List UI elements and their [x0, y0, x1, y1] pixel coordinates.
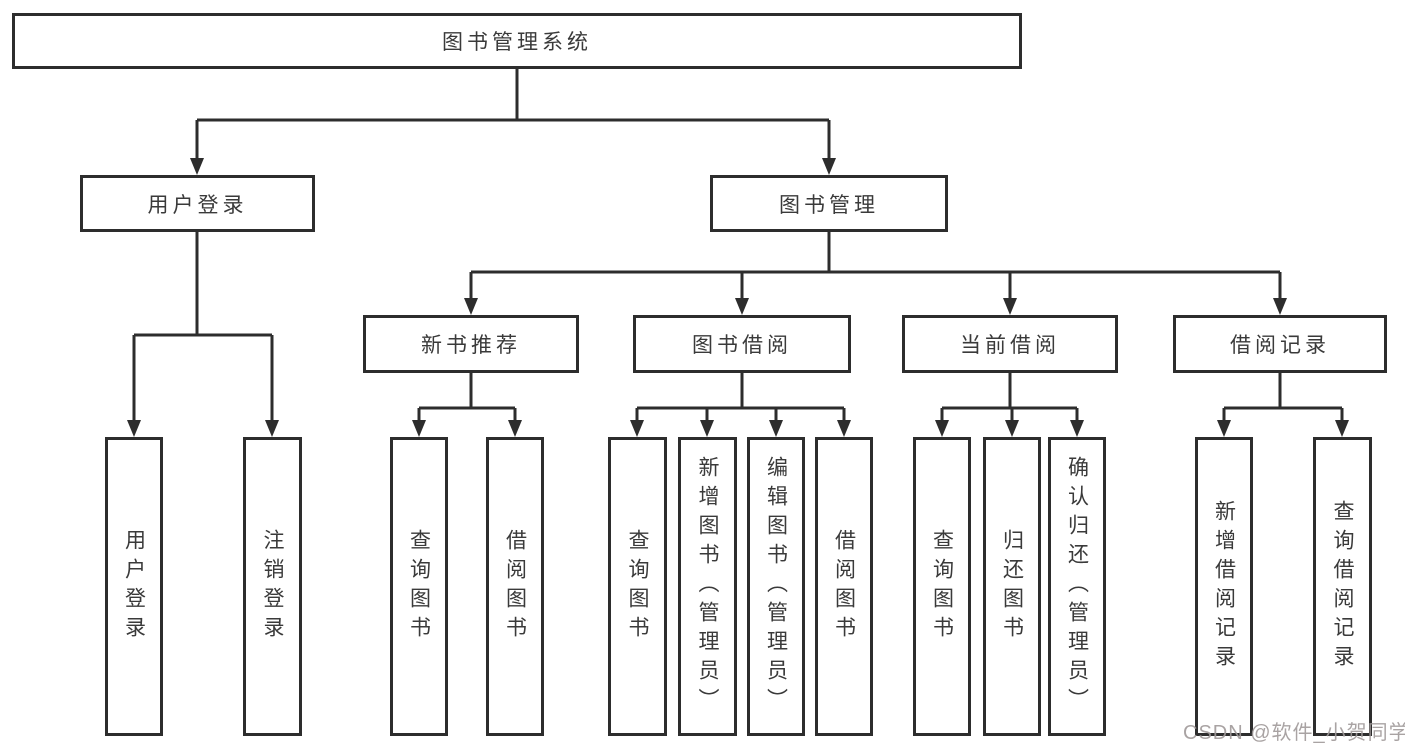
arrowheads [127, 158, 1349, 437]
leaf-records-add-record: 新增借阅记录 [1195, 437, 1253, 736]
leaf-current-query-books: 查询图书 [913, 437, 971, 736]
leaf-recommend-borrow-books: 借阅图书 [486, 437, 544, 736]
csdn-watermark: CSDN @软件_小贺同学 [1183, 722, 1405, 744]
leaf-borrowing-query-books: 查询图书 [608, 437, 667, 736]
node-borrow-records: 借阅记录 [1173, 315, 1387, 373]
leaf-current-return-books: 归还图书 [983, 437, 1041, 736]
leaf-borrowing-edit-books-admin: 编辑图书（管理员） [747, 437, 805, 736]
node-current-borrowing: 当前借阅 [902, 315, 1118, 373]
leaf-current-confirm-return-admin: 确认归还（管理员） [1048, 437, 1106, 736]
node-library-system: 图书管理系统 [12, 13, 1022, 69]
node-book-borrowing: 图书借阅 [633, 315, 851, 373]
node-book-management: 图书管理 [710, 175, 948, 232]
node-user-login: 用户登录 [80, 175, 315, 232]
leaf-records-query-record: 查询借阅记录 [1313, 437, 1372, 736]
leaf-user-login: 用户登录 [105, 437, 163, 736]
leaf-borrowing-borrow-books: 借阅图书 [815, 437, 873, 736]
leaf-logout: 注销登录 [243, 437, 302, 736]
leaf-recommend-query-books: 查询图书 [390, 437, 448, 736]
node-new-book-recommend: 新书推荐 [363, 315, 579, 373]
leaf-borrowing-add-books-admin: 新增图书（管理员） [678, 437, 737, 736]
